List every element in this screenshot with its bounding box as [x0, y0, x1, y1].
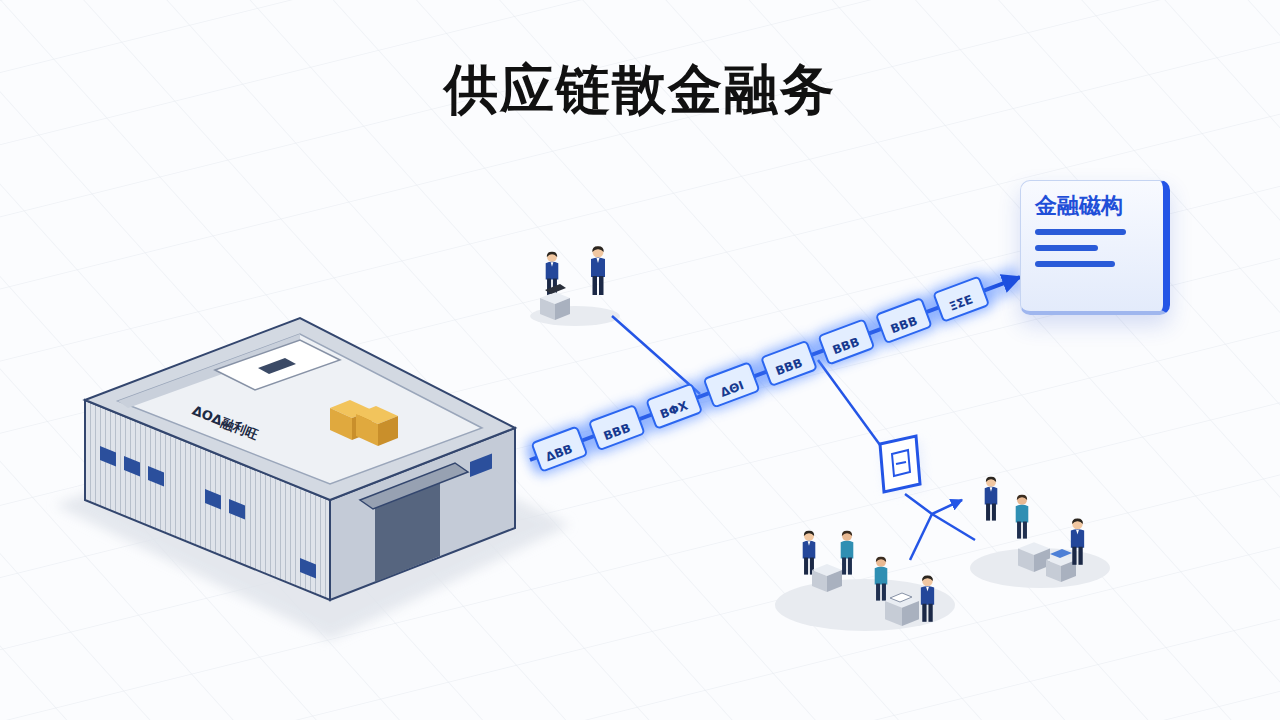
team-group — [812, 564, 842, 592]
tile-face — [933, 277, 988, 322]
windows — [470, 454, 492, 478]
data-tile — [870, 292, 938, 350]
data-tile — [583, 399, 651, 457]
tile-glow — [812, 313, 880, 371]
document-icon — [896, 462, 906, 464]
team-group — [1050, 549, 1072, 558]
tile-glow — [640, 377, 708, 435]
data-tile — [525, 420, 593, 478]
team-group — [921, 575, 934, 621]
windows — [205, 489, 221, 510]
data-tile — [755, 335, 823, 393]
windows — [229, 499, 245, 520]
institution-name: 金融磁构 — [1035, 193, 1123, 219]
team-group — [1016, 495, 1029, 539]
factory-node: ΔOΔ融利旺 — [30, 300, 530, 620]
interior-floor — [118, 334, 482, 484]
cargo-boxes — [356, 414, 378, 446]
handshake-group — [540, 292, 570, 320]
team-group — [875, 557, 888, 601]
cargo-boxes — [330, 400, 398, 446]
team-group — [890, 593, 912, 602]
tile-glow — [697, 356, 765, 414]
tile-glow — [583, 399, 651, 457]
tile-glow — [870, 292, 938, 350]
factory-building — [55, 318, 570, 640]
connectors — [530, 277, 1020, 460]
text-line-bar — [1035, 245, 1098, 251]
document-icon — [892, 450, 910, 476]
team-group — [1071, 518, 1084, 564]
tile-face — [589, 405, 644, 450]
windows — [148, 466, 164, 487]
handshake-group — [545, 284, 566, 294]
door-canopy — [360, 463, 468, 509]
team-group — [775, 531, 955, 631]
building-label: ΔOΔ融利旺 — [187, 402, 264, 445]
data-tile — [640, 377, 708, 435]
connector-glow — [530, 277, 1020, 460]
flow-line — [932, 514, 975, 540]
machine-part — [258, 358, 296, 374]
cargo-boxes — [330, 408, 352, 440]
inner-wall — [118, 334, 300, 408]
tile-glow — [525, 420, 593, 478]
flow-line — [905, 494, 962, 514]
team-group — [1018, 542, 1050, 572]
tile-glow — [927, 270, 995, 328]
document-icon — [880, 436, 924, 494]
diagram-title: 供应链散金融务 — [0, 58, 1280, 122]
data-tile — [697, 356, 765, 414]
windows — [124, 456, 140, 477]
tile-face — [646, 384, 701, 429]
tile-face — [704, 362, 759, 407]
tile-face — [761, 341, 816, 386]
handshake-group — [530, 246, 620, 326]
flow-connector — [530, 277, 1020, 460]
team-group — [841, 531, 854, 575]
document-icon — [880, 436, 920, 492]
machine — [215, 340, 340, 390]
team-group — [803, 531, 816, 575]
data-tile — [927, 270, 995, 328]
tile-glow — [755, 335, 823, 393]
leader-line — [818, 360, 880, 445]
tile-face — [819, 320, 874, 365]
handshake-group — [591, 246, 605, 295]
team-group — [1046, 554, 1076, 582]
institution-card: 金融磁构 — [1020, 180, 1170, 315]
data-tile — [812, 313, 880, 371]
windows — [300, 558, 316, 579]
data-tiles — [525, 270, 995, 478]
tile-face — [876, 298, 931, 343]
flow-line — [910, 514, 932, 560]
text-line-bar — [1035, 229, 1126, 235]
text-line-bar — [1035, 261, 1115, 267]
cargo-boxes — [356, 406, 398, 446]
team-group — [970, 477, 1110, 588]
team-group — [985, 477, 998, 521]
windows — [100, 446, 116, 467]
connector-glow — [530, 277, 1020, 460]
tile-face — [532, 427, 587, 472]
cargo-boxes — [378, 416, 398, 446]
